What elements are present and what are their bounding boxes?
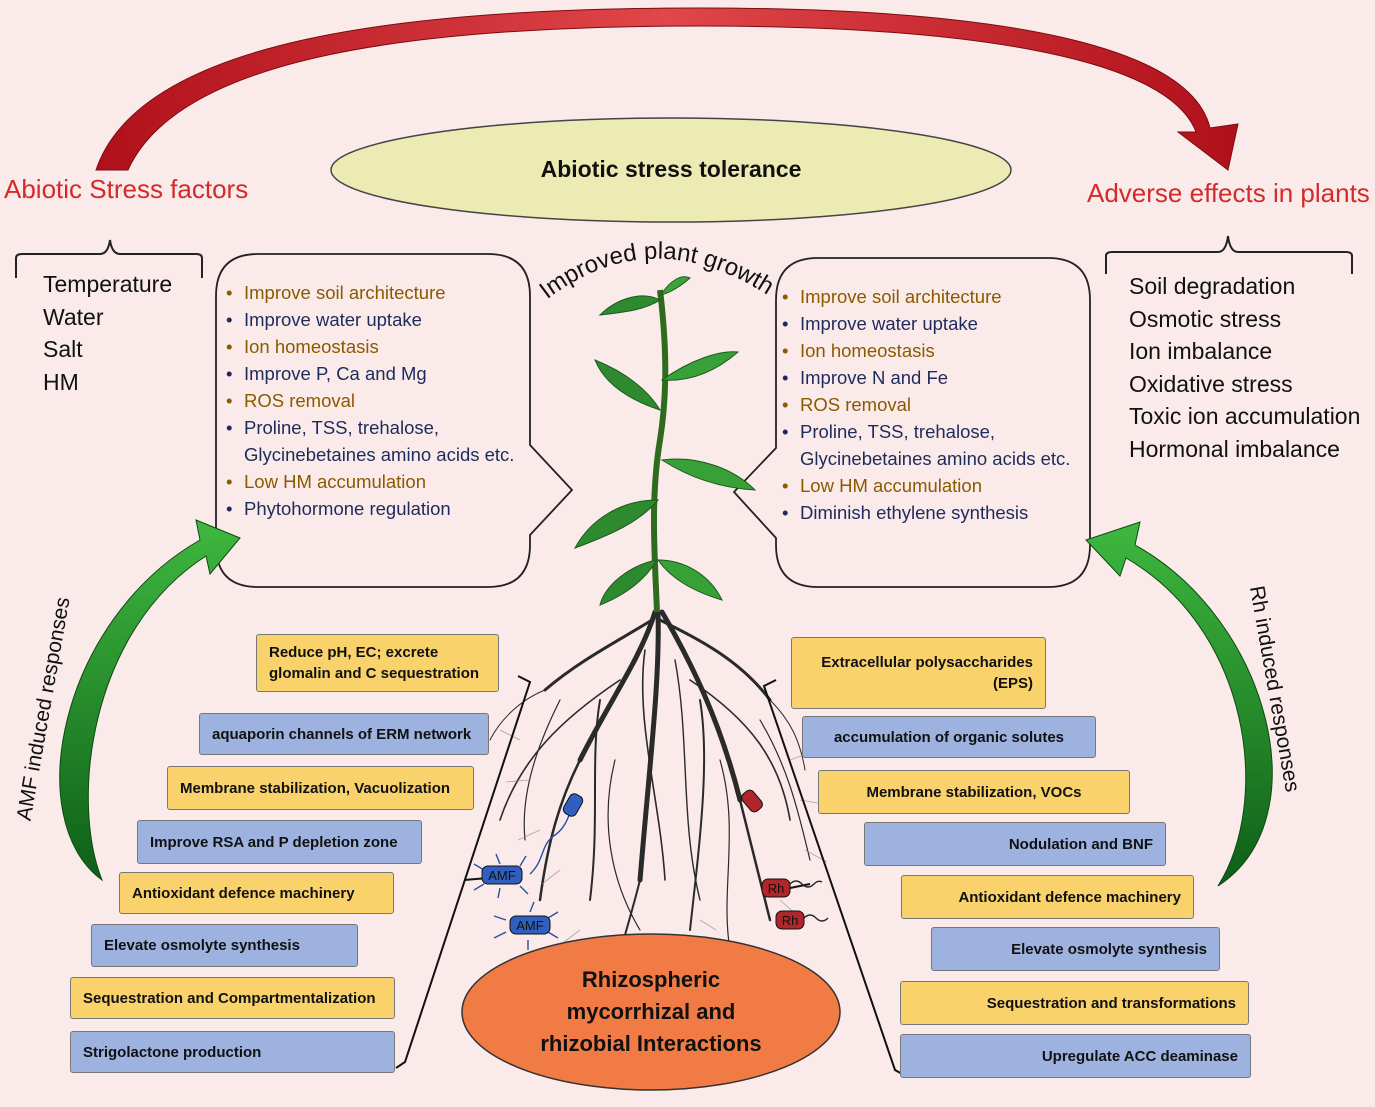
bubble-item: Improve soil architecture — [778, 283, 1090, 310]
adverse-effect-item: Hormonal imbalance — [1129, 435, 1340, 462]
amf-badge-1: AMF — [481, 865, 523, 885]
bubble-item: Improve soil architecture — [222, 279, 534, 306]
red-arc-arrow — [95, 7, 1239, 171]
stress-factors-title: Abiotic Stress factors — [4, 174, 249, 204]
bubble-item: Phytohormone regulation — [222, 495, 534, 522]
bubble-item: Ion homeostasis — [222, 333, 534, 360]
bubble-item: Ion homeostasis — [778, 337, 1090, 364]
response-box: Strigolactone production — [70, 1031, 395, 1073]
rh-badge-2: Rh — [775, 910, 805, 930]
adverse-effect-item: Toxic ion accumulation — [1129, 403, 1361, 429]
tolerance-title: Abiotic stress tolerance — [540, 156, 802, 182]
response-box: aquaporin channels of ERM network — [199, 713, 489, 755]
adverse-effect-item: Ion imbalance — [1129, 338, 1273, 364]
amf-bracket-line — [395, 675, 532, 1069]
response-box: Extracellular polysaccharides (EPS) — [791, 637, 1046, 709]
right-bubble-list: Improve soil architectureImprove water u… — [778, 283, 1090, 526]
amf-badge-2: AMF — [509, 915, 551, 935]
bubble-item: Improve P, Ca and Mg — [222, 360, 534, 387]
response-box: Reduce pH, EC; excrete glomalin and C se… — [256, 634, 499, 692]
response-box: Membrane stabilization, VOCs — [818, 770, 1130, 814]
bottom-ellipse-shape — [461, 933, 841, 1091]
bubble-item: Low HM accumulation — [778, 472, 1090, 499]
response-box: Improve RSA and P depletion zone — [137, 820, 422, 864]
bubble-item: Improve N and Fe — [778, 364, 1090, 391]
red-microbe-cell — [741, 789, 763, 813]
tolerance-ellipse-shape — [330, 117, 1012, 223]
improved-plant-growth-label: Improved plant growth — [534, 238, 778, 305]
response-box: Elevate osmolyte synthesis — [931, 927, 1220, 971]
svg-text:AMF: AMF — [488, 868, 516, 883]
plant-shoot — [573, 276, 757, 613]
response-box: Elevate osmolyte synthesis — [91, 924, 358, 967]
stress-factor-item: Water — [43, 303, 104, 330]
response-box: Upregulate ACC deaminase — [900, 1034, 1251, 1078]
stress-factor-item: Salt — [43, 336, 83, 362]
rhizosphere-title: Rhizospheric mycorrhizal and rhizobial I… — [540, 967, 762, 1056]
bubble-item: Low HM accumulation — [222, 468, 534, 495]
adverse-effect-item: Soil degradation — [1129, 273, 1296, 299]
rh-flagella — [789, 880, 829, 922]
svg-text:AMF: AMF — [516, 918, 544, 933]
response-box: Sequestration and transformations — [900, 981, 1249, 1025]
bubble-item: ROS removal — [222, 387, 534, 414]
response-box: Sequestration and Compartmentalization — [70, 977, 395, 1019]
rh-connector — [789, 883, 811, 889]
svg-text:Rh: Rh — [782, 913, 799, 928]
amf-hyphae — [473, 807, 573, 950]
adverse-effects-bracket — [1105, 235, 1353, 274]
left-bubble-list: Improve soil architectureImprove water u… — [222, 279, 534, 522]
amf-green-arrow — [59, 519, 241, 882]
stress-factors-bracket — [15, 239, 203, 278]
rh-badge-1: Rh — [761, 878, 791, 898]
bubble-item: Improve water uptake — [222, 306, 534, 333]
bubble-item: Proline, TSS, trehalose, Glycinebetaines… — [222, 414, 534, 468]
bubble-item: Diminish ethylene synthesis — [778, 499, 1090, 526]
response-box: Membrane stabilization, Vacuolization — [167, 766, 474, 810]
bubble-item: Improve water uptake — [778, 310, 1090, 337]
response-box: Antioxidant defence machinery — [119, 872, 394, 914]
stress-factor-item: HM — [43, 368, 79, 395]
adverse-effect-item: Oxidative stress — [1129, 370, 1293, 397]
blue-microbe-cell — [562, 793, 584, 817]
response-box: Nodulation and BNF — [864, 822, 1166, 866]
response-box: accumulation of organic solutes — [802, 716, 1096, 758]
svg-text:Rh: Rh — [768, 881, 785, 896]
adverse-effect-item: Osmotic stress — [1129, 305, 1282, 332]
adverse-effects-title: Adverse effects in plants — [1087, 178, 1370, 208]
stress-factor-item: Temperature — [43, 271, 173, 297]
bubble-item: Proline, TSS, trehalose, Glycinebetaines… — [778, 418, 1090, 472]
bubble-item: ROS removal — [778, 391, 1090, 418]
response-box: Antioxidant defence machinery — [901, 875, 1194, 919]
rh-green-arrow — [1085, 521, 1273, 887]
